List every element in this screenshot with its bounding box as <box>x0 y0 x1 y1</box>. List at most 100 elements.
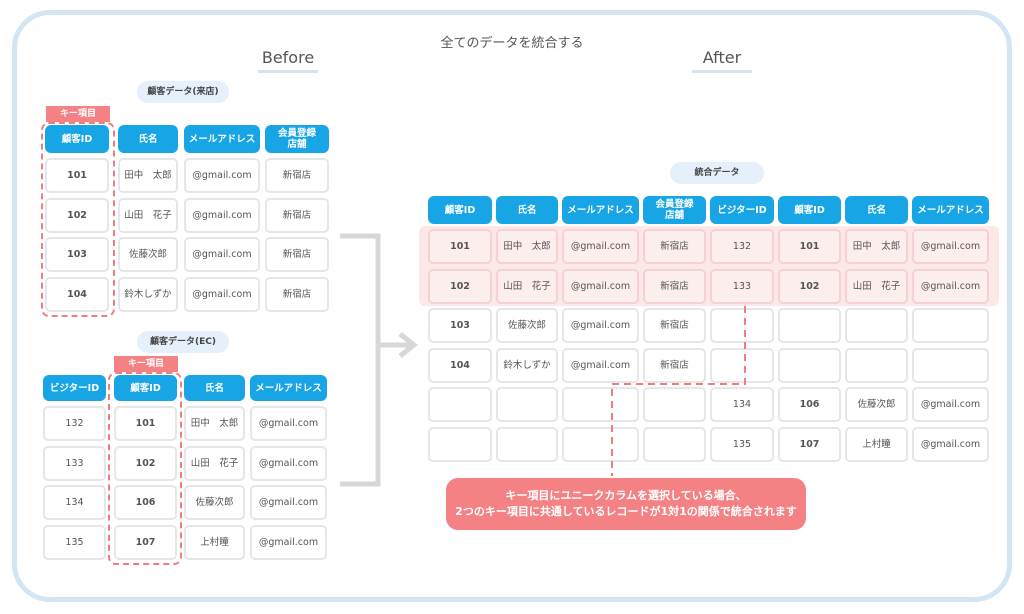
table-cell: 107 <box>778 426 841 462</box>
empty-cell <box>643 387 706 422</box>
table-cell: 新宿店 <box>265 276 329 312</box>
store-key-tag: キー項目 <box>46 106 110 122</box>
column-header: メールアドレス <box>562 196 639 224</box>
table-cell: 鈴木しずか <box>118 276 178 312</box>
column-header: 顧客ID <box>114 375 177 401</box>
table-cell: 新宿店 <box>643 308 706 343</box>
column-header: 氏名 <box>118 125 178 153</box>
after-heading: After <box>682 48 762 73</box>
table-cell: 104 <box>45 276 109 312</box>
table-cell: @gmail.com <box>184 276 260 312</box>
table-cell: 132 <box>43 406 106 441</box>
table-cell: 102 <box>428 268 492 304</box>
empty-cell <box>428 387 492 422</box>
empty-cell <box>643 426 706 462</box>
empty-cell <box>778 308 841 343</box>
empty-cell <box>562 387 639 422</box>
table-cell: 101 <box>114 406 177 441</box>
table-cell: 103 <box>45 237 109 272</box>
table-cell: 102 <box>45 197 109 233</box>
table-cell: 101 <box>45 158 109 193</box>
table-cell: 新宿店 <box>265 197 329 233</box>
table-cell: 101 <box>778 229 841 264</box>
note-line-1: キー項目にユニークカラムを選択している場合、 <box>505 489 747 502</box>
empty-cell <box>710 308 774 343</box>
table-cell: 山田 花子 <box>496 268 558 304</box>
table-cell: @gmail.com <box>250 445 327 481</box>
table-cell: 鈴木しずか <box>496 347 558 383</box>
table-cell: 新宿店 <box>265 237 329 272</box>
table-cell: 田中 太郎 <box>496 229 558 264</box>
table-cell: 104 <box>428 347 492 383</box>
table-cell: 山田 花子 <box>184 445 245 481</box>
empty-cell <box>562 426 639 462</box>
table-cell: 山田 花子 <box>845 268 908 304</box>
table-cell: 106 <box>114 485 177 520</box>
column-header: メールアドレス <box>250 375 327 401</box>
empty-cell <box>845 347 908 383</box>
table-cell: 134 <box>43 485 106 520</box>
table-cell: 新宿店 <box>643 268 706 304</box>
ec-table-label: 顧客データ(EC) <box>137 331 229 353</box>
table-cell: @gmail.com <box>562 229 639 264</box>
column-header: ビジターID <box>43 375 106 401</box>
empty-cell <box>845 308 908 343</box>
empty-cell <box>428 426 492 462</box>
table-cell: @gmail.com <box>912 229 989 264</box>
table-cell: 佐藤次郎 <box>496 308 558 343</box>
column-header: 顧客ID <box>45 125 109 153</box>
table-cell: 102 <box>114 445 177 481</box>
merged-table-label: 統合データ <box>670 162 764 184</box>
merge-arrow-head <box>398 332 419 358</box>
empty-cell <box>496 387 558 422</box>
table-cell: 新宿店 <box>643 347 706 383</box>
table-cell: 134 <box>710 387 774 422</box>
table-cell: 103 <box>428 308 492 343</box>
table-cell: 田中 太郎 <box>118 158 178 193</box>
empty-cell <box>912 308 989 343</box>
column-header: ビジターID <box>710 196 774 224</box>
table-cell: @gmail.com <box>562 308 639 343</box>
ec-key-column-outline <box>108 372 182 565</box>
table-cell: 107 <box>114 524 177 560</box>
table-cell: 上村瞳 <box>845 426 908 462</box>
table-cell: 106 <box>778 387 841 422</box>
page-title: 全てのデータを統合する <box>440 36 584 51</box>
table-cell: 101 <box>428 229 492 264</box>
table-cell: @gmail.com <box>562 347 639 383</box>
column-header: 氏名 <box>496 196 558 224</box>
table-cell: @gmail.com <box>250 524 327 560</box>
note-connector <box>611 306 746 476</box>
table-cell: 佐藤次郎 <box>845 387 908 422</box>
table-cell: @gmail.com <box>184 158 260 193</box>
column-header: メールアドレス <box>184 125 260 153</box>
store-key-column-outline <box>41 122 115 317</box>
table-cell: @gmail.com <box>912 387 989 422</box>
column-header: メールアドレス <box>912 196 989 224</box>
store-table-label: 顧客データ(来店) <box>137 81 229 103</box>
column-header: 会員登録店舗 <box>643 196 706 224</box>
table-cell: 132 <box>710 229 774 264</box>
merge-explanation-note: キー項目にユニークカラムを選択している場合、 2つのキー項目に共通しているレコー… <box>446 478 806 530</box>
table-cell: 135 <box>710 426 774 462</box>
table-cell: @gmail.com <box>250 485 327 520</box>
table-cell: 佐藤次郎 <box>118 237 178 272</box>
table-cell: @gmail.com <box>184 237 260 272</box>
column-header: 顧客ID <box>778 196 841 224</box>
empty-cell <box>912 347 989 383</box>
table-cell: @gmail.com <box>250 406 327 441</box>
table-cell: 新宿店 <box>643 229 706 264</box>
table-cell: 佐藤次郎 <box>184 485 245 520</box>
note-line-2: 2つのキー項目に共通しているレコードが1対1の関係で統合されます <box>455 505 797 518</box>
table-cell: 133 <box>710 268 774 304</box>
table-cell: 田中 太郎 <box>184 406 245 441</box>
table-cell: 133 <box>43 445 106 481</box>
column-header: 顧客ID <box>428 196 492 224</box>
empty-cell <box>710 347 774 383</box>
table-cell: 上村瞳 <box>184 524 245 560</box>
column-header: 氏名 <box>845 196 908 224</box>
column-header: 会員登録店舗 <box>265 125 329 153</box>
before-heading: Before <box>248 48 328 73</box>
table-cell: 102 <box>778 268 841 304</box>
empty-cell <box>496 426 558 462</box>
